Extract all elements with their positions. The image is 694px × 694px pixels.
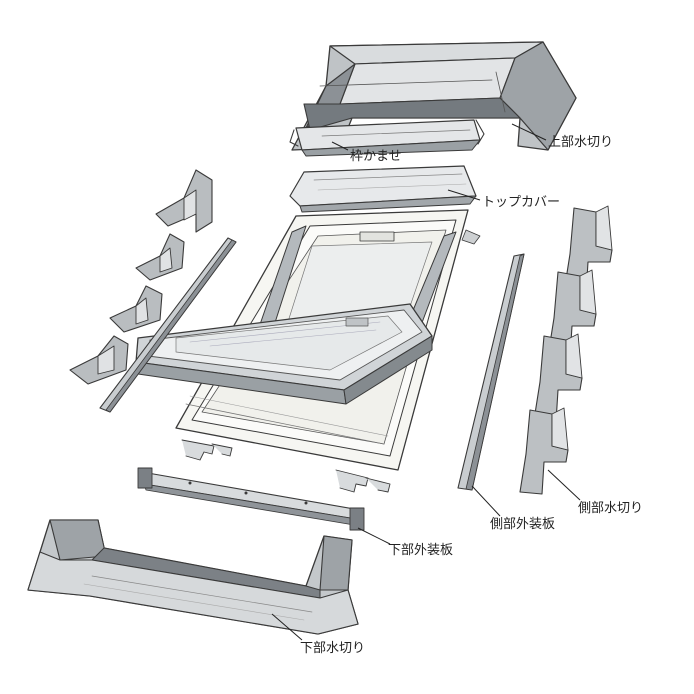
label-bottom-flashing: 下部水切り	[300, 641, 365, 656]
left-side-cladding-part	[99, 237, 237, 413]
label-frame-spacer: 枠かませ	[350, 149, 402, 164]
bottom-cladding-part	[137, 467, 365, 531]
leader-frame-spacer	[331, 141, 349, 151]
leader-side-flashing	[547, 469, 581, 501]
label-top-flashing: 上部水切り	[548, 135, 613, 150]
label-side-flashing: 側部水切り	[578, 501, 643, 516]
label-side-cladding: 側部外装板	[490, 517, 555, 532]
top-cover-part	[289, 165, 477, 213]
left-side-flashing-part	[69, 169, 213, 385]
leader-bottom-flashing	[271, 613, 303, 641]
leader-top-cover	[447, 189, 481, 201]
bottom-flashing-part	[27, 519, 359, 635]
right-side-flashing-part	[519, 205, 613, 495]
leader-bottom-cladding	[357, 527, 391, 545]
frame-spacer-part	[289, 119, 485, 157]
leader-side-cladding	[471, 485, 501, 517]
top-flashing-part	[291, 41, 577, 151]
label-bottom-cladding: 下部外装板	[388, 543, 453, 558]
label-top-cover: トップカバー	[482, 195, 560, 210]
right-side-cladding-part	[457, 253, 525, 491]
window-sash-part	[135, 303, 433, 405]
leader-top-flashing	[511, 123, 547, 141]
